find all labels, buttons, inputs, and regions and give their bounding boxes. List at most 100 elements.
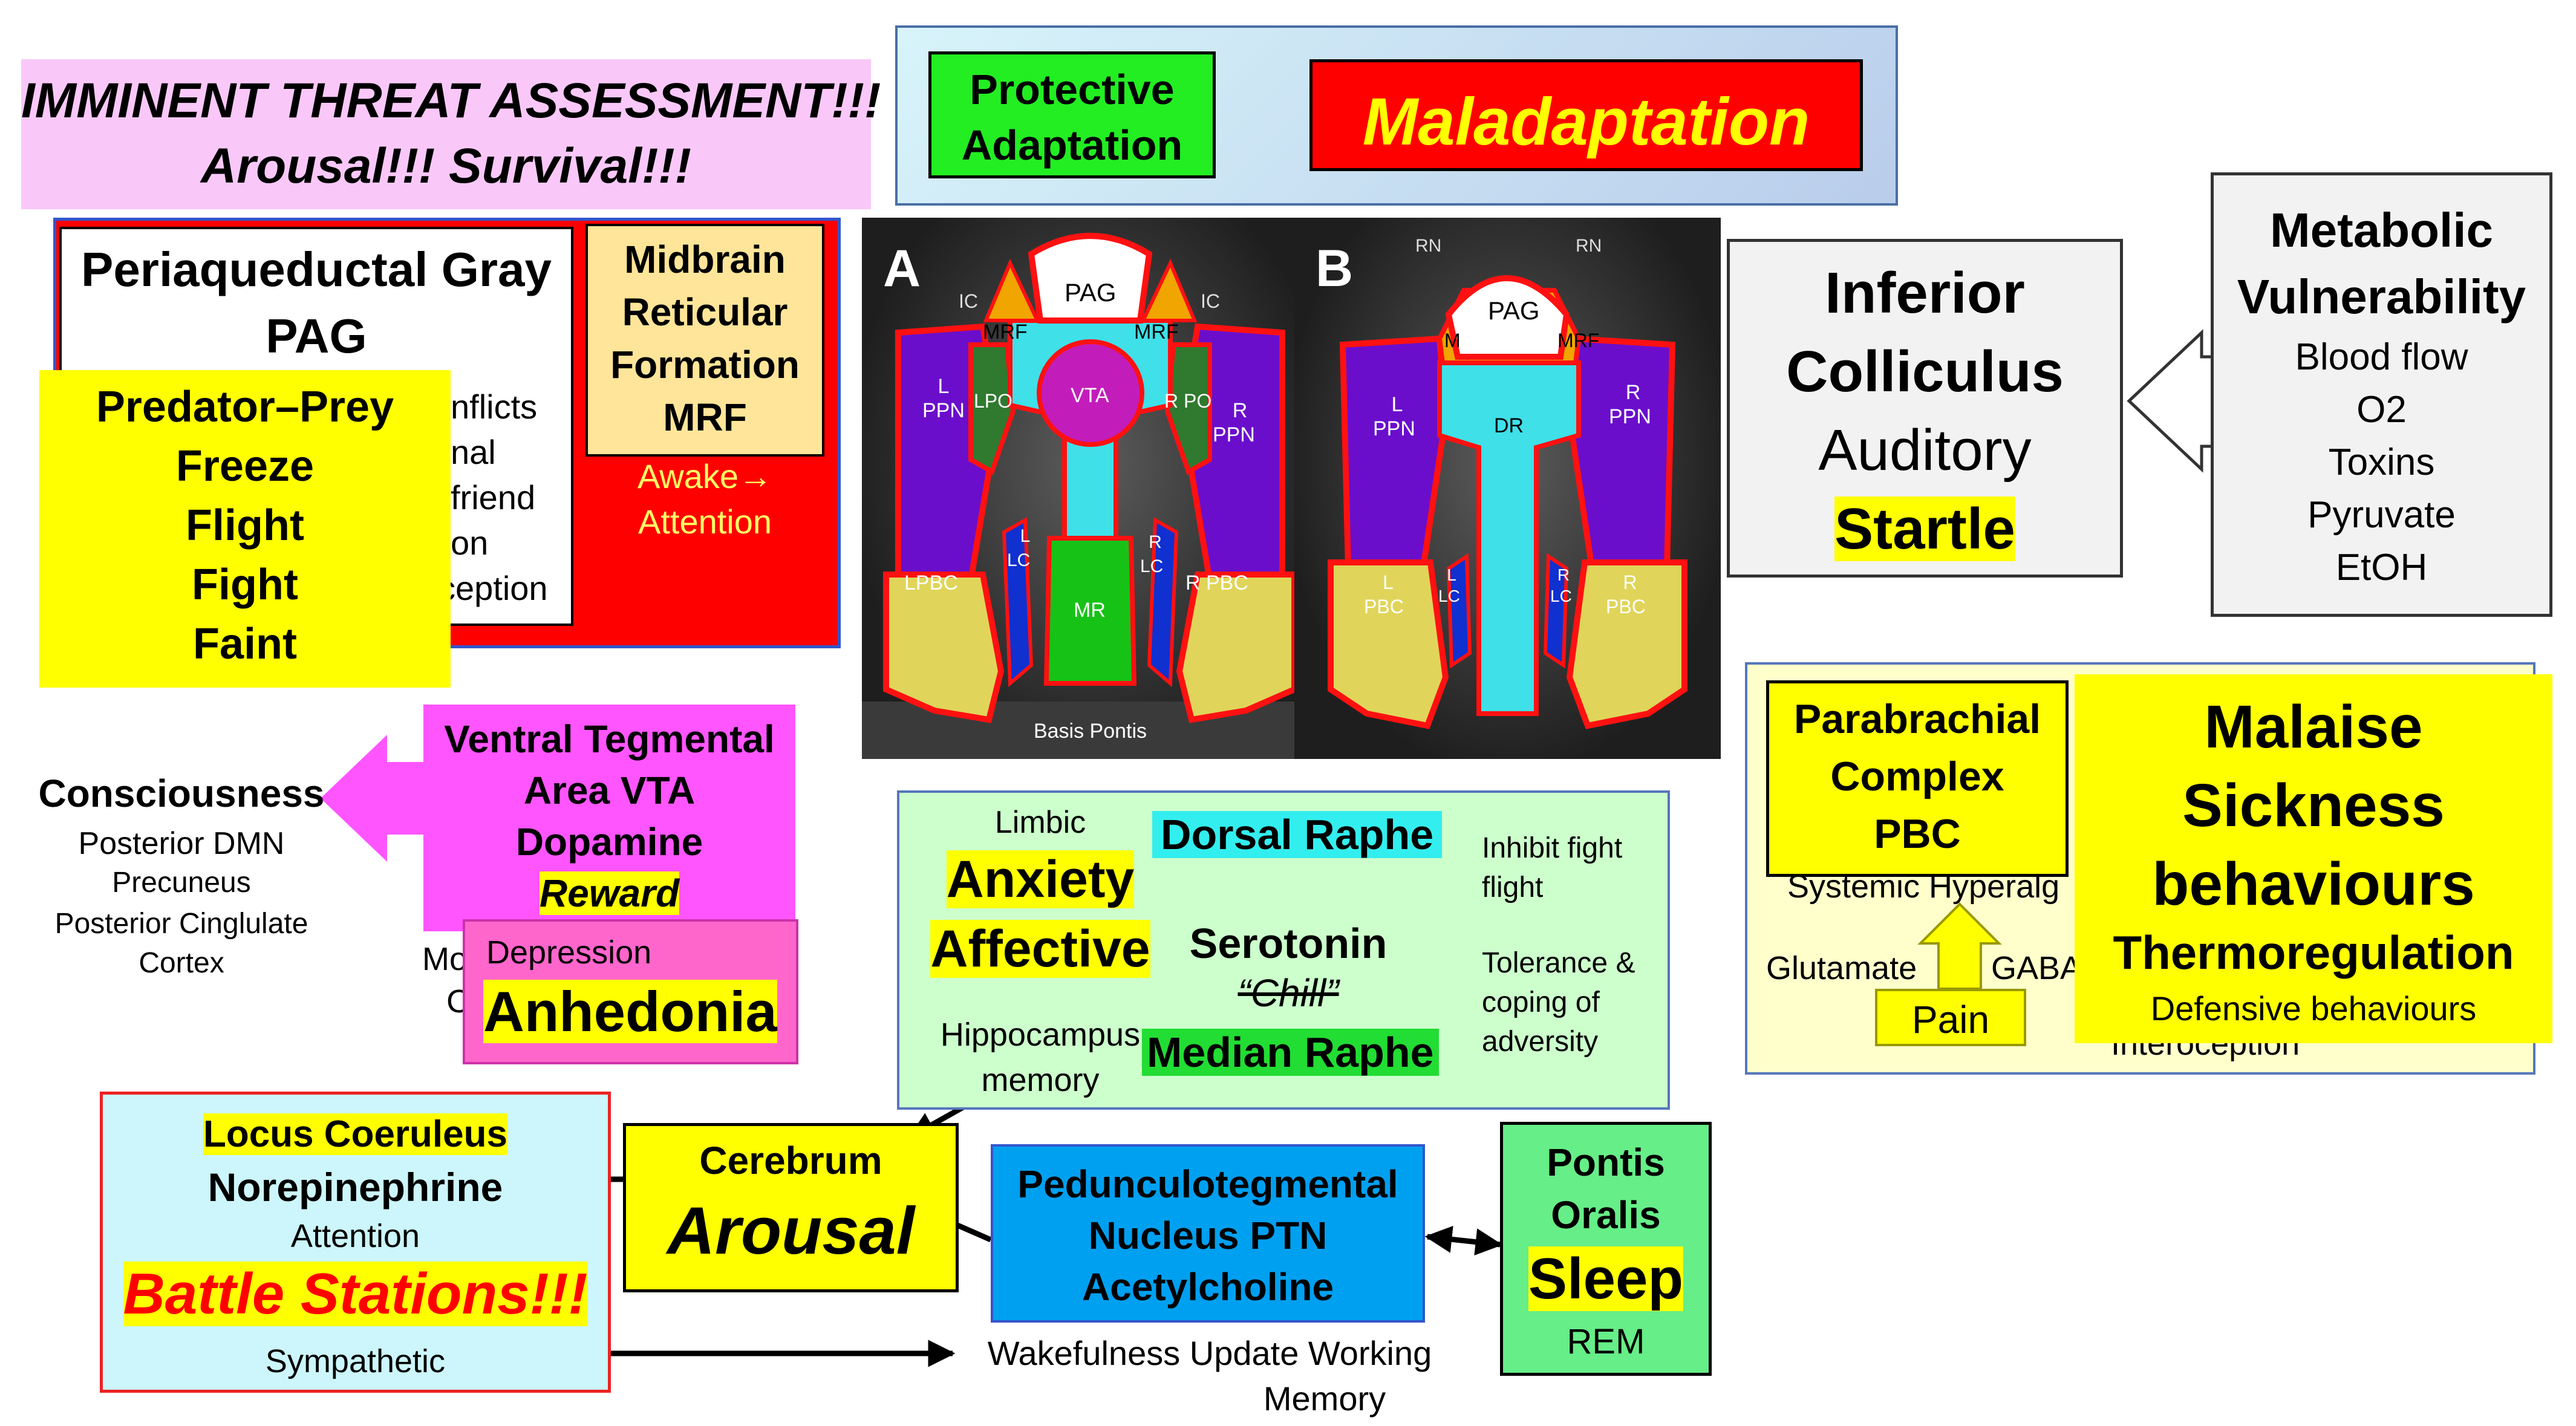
lc-norepinephrine: Norepinephrine <box>207 1165 503 1209</box>
consciousness-cortex: Cortex <box>139 947 224 979</box>
raphe-median: Median Raphe <box>1142 1028 1439 1076</box>
brain-b-panel-label: B <box>1316 239 1354 298</box>
raphe-serotonin: Serotonin <box>1189 920 1387 967</box>
lc-sympathetic: Sympathetic <box>265 1343 446 1379</box>
raphe-affective-label: Affective <box>930 920 1150 978</box>
brain-a-r-ppn-r: R <box>1232 399 1248 422</box>
raphe-hippocampus: Hippocampus <box>940 1017 1141 1053</box>
lc-battle-label: Battle Stations!!! <box>123 1262 588 1326</box>
raphe-dorsal: Dorsal Raphe <box>1152 810 1443 859</box>
pag-abbrev: PAG <box>266 309 367 363</box>
cerebrum-arousal: Arousal <box>667 1194 915 1268</box>
consciousness-title: Consciousness <box>38 772 325 815</box>
ic-auditory: Auditory <box>1818 418 2032 483</box>
oralis-label: Oralis <box>1551 1193 1661 1237</box>
pbc-glutamate: Glutamate <box>1766 950 1917 986</box>
brain-a-lpbc: LPBC <box>904 571 958 594</box>
locus-coeruleus-box: Locus Coeruleus Norepinephrine Attention… <box>100 1092 611 1393</box>
sleep-title: Sleep <box>1503 1246 1709 1312</box>
ptn-pontis-double-arrow <box>1424 1225 1503 1256</box>
pag-fragment-4: on <box>451 524 489 562</box>
raphe-chill: “Chill” <box>1237 971 1339 1015</box>
vta-box: Ventral Tegmental Area VTA Dopamine Rewa… <box>423 705 795 931</box>
brain-a-basis-pontis: Basis Pontis <box>1033 720 1147 743</box>
brain-b-l-lc-lc: LC <box>1438 587 1460 605</box>
metabolic-title-1: Metabolic <box>2270 203 2493 257</box>
behaviours-label: behaviours <box>2152 850 2475 918</box>
brain-a-r-lc-r: R <box>1149 532 1162 552</box>
ic-colliculus: Colliculus <box>1786 339 2064 404</box>
brain-a-ic-right: IC <box>1201 290 1220 312</box>
raphe-tolerance-1: Tolerance & <box>1482 947 1635 979</box>
metabolic-blood-flow: Blood flow <box>2295 336 2468 378</box>
brain-b-l-pbc-pbc: PBC <box>1364 596 1404 617</box>
brain-a-ic-left: IC <box>959 290 978 312</box>
wakefulness-line-2: Memory <box>1263 1379 1386 1418</box>
brain-a-mrf-right: MRF <box>1134 321 1179 343</box>
raphe-inhibit-1: Inhibit fight <box>1482 832 1623 864</box>
metabolic-etoh: EtOH <box>2335 547 2428 588</box>
ptn-line-3: Acetylcholine <box>1081 1265 1334 1309</box>
pbc-gaba: GABA <box>1991 950 2082 986</box>
mrf-awake: Awake→ <box>637 457 773 495</box>
sickness-label: Sickness <box>2182 772 2445 839</box>
brain-b-l-ppn-l: L <box>1391 393 1403 416</box>
pag-title: Periaqueductal Gray <box>80 243 552 296</box>
ptn-line-1: Pedunculotegmental <box>1017 1162 1398 1206</box>
fight-label: Fight <box>192 561 298 609</box>
protective-adaptation-box: Protective Adaptation <box>928 51 1216 178</box>
vta-fragment-mo: Mo <box>422 941 468 977</box>
brain-a-l-lc-lc: LC <box>1007 550 1031 570</box>
consciousness-precuneus: Precuneus <box>112 867 251 899</box>
raphe-memory: memory <box>981 1062 1100 1098</box>
metabolic-o2: O2 <box>2356 389 2407 431</box>
cerebrum-title: Cerebrum <box>699 1139 882 1182</box>
sleep-label: Sleep <box>1528 1246 1684 1311</box>
raphe-inhibit-2: flight <box>1482 871 1544 903</box>
threat-banner: IMMINENT THREAT ASSESSMENT!!! Arousal!!!… <box>21 59 881 209</box>
brain-a-lpo: LPO <box>974 390 1013 412</box>
pbc-box: Parabrachial Complex PBC <box>1766 680 2069 877</box>
lc-title: Locus Coeruleus <box>103 1113 608 1156</box>
raphe-tolerance-2: coping of <box>1482 986 1600 1018</box>
malaise-label: Malaise <box>2204 693 2423 761</box>
brain-a-drawing <box>862 233 1319 759</box>
brain-b-r-ppn-ppn: PPN <box>1609 405 1651 428</box>
rem-label: REM <box>1567 1322 1645 1361</box>
brain-a-r-ppn-ppn: PPN <box>1213 423 1255 446</box>
raphe-dorsal-label: Dorsal Raphe <box>1152 811 1443 858</box>
vta-to-consciousness-arrow <box>321 735 423 862</box>
predator-prey-box: Predator–Prey Freeze Flight Fight Faint <box>39 370 451 688</box>
brain-b-r-lc-r: R <box>1557 565 1570 584</box>
brain-b-l-lc-l: L <box>1447 565 1456 584</box>
brain-a-panel-label: A <box>883 239 921 298</box>
malaise-box: Malaise Sickness behaviours Thermoregula… <box>2075 674 2552 1043</box>
anhedonia-box: Depression Anhedonia <box>463 919 798 1064</box>
pain-box: Pain <box>1875 989 2026 1046</box>
lc-title-label: Locus Coeruleus <box>203 1113 507 1155</box>
pag-fragment-2: nal <box>451 433 496 471</box>
metabolic-title-2: Vulnerability <box>2237 270 2526 324</box>
ptn-box: Pedunculotegmental Nucleus PTN Acetylcho… <box>991 1144 1425 1323</box>
brain-b-drawing <box>1328 275 1687 729</box>
lc-battle: Battle Stations!!! <box>103 1261 608 1327</box>
pain-label: Pain <box>1911 998 1990 1041</box>
inferior-colliculus-box: Inferior Colliculus Auditory Startle <box>1727 239 2123 578</box>
brain-b-dr: DR <box>1494 414 1524 437</box>
raphe-limbic: Limbic <box>994 805 1086 840</box>
pag-fragment-3: friend <box>451 478 536 516</box>
ic-startle: Startle <box>1730 496 2120 562</box>
protective-label: Protective <box>970 66 1175 113</box>
pontis-oralis-box: Pontis Oralis Sleep REM <box>1500 1122 1712 1376</box>
brain-b-l-pbc-l: L <box>1383 571 1394 593</box>
ic-startle-label: Startle <box>1834 496 2015 561</box>
brain-b-pag: PAG <box>1488 296 1540 325</box>
metabolic-pyruvate: Pyruvate <box>2307 494 2456 536</box>
pag-fragment-1: nflicts <box>451 388 538 426</box>
mrf-box: Midbrain Reticular Formation MRF <box>585 224 824 457</box>
anhedonia-title: Anhedonia <box>483 979 777 1044</box>
brainstem-image-b: B RN RN PAG M MRF L PPN R PPN DR L PBC R… <box>1294 218 1721 759</box>
thermoregulation-label: Thermoregulation <box>2113 926 2514 979</box>
vta-reward: Reward <box>423 871 795 916</box>
raphe-median-label: Median Raphe <box>1142 1029 1439 1076</box>
